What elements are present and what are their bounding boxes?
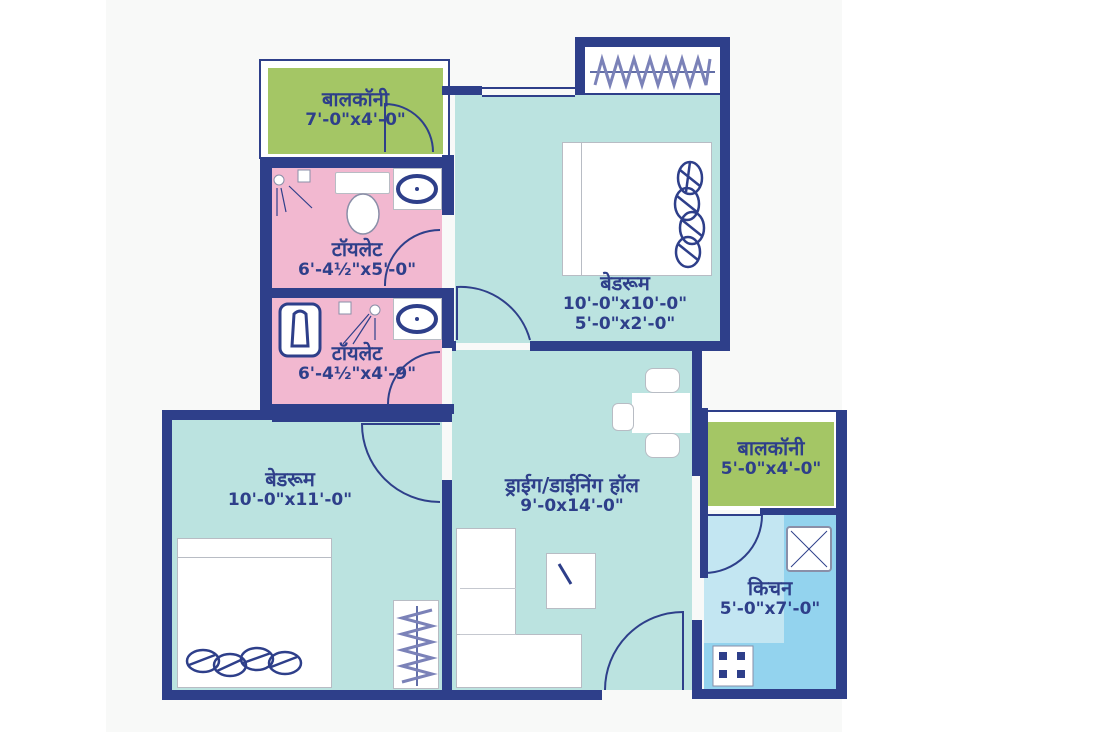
pillow-icon <box>673 160 706 269</box>
balcony-1-label: बालकॉनी 7'-0"x4'-0" <box>268 88 443 131</box>
room-dimensions: 6'-4½"x4'-9" <box>297 364 417 384</box>
bed <box>562 142 712 276</box>
wall <box>575 37 585 95</box>
bedroom-2-label: बेडरूम 10'-0"x11'-0" <box>195 468 385 511</box>
wall <box>720 37 730 351</box>
wall <box>272 414 452 422</box>
balcony-2-label: बालकॉनी 5'-0"x4'-0" <box>708 437 834 480</box>
wall <box>692 341 702 476</box>
bedroom-1-label: बेडरूम 10'-0"x10'-0" 5'-0"x2'-0" <box>540 272 710 334</box>
room-name: ड्राईग/डाईनिंग हॉल <box>505 473 639 497</box>
room-name: टॉयलेट <box>331 341 383 365</box>
coffee-table <box>546 553 596 609</box>
balcony-2-floor <box>708 422 834 506</box>
toilet-1-label: टॉयलेट 6'-4½"x5'-0" <box>272 238 442 281</box>
wardrobe-icon <box>590 53 715 91</box>
toilet-seat-icon <box>346 193 380 235</box>
toilet-2-label: टॉयलेट 6'-4½"x4'-9" <box>272 342 442 385</box>
room-name: किचन <box>747 576 793 600</box>
wall <box>162 410 172 698</box>
room-dimensions: 7'-0"x4'-0" <box>305 110 406 130</box>
kitchen-label: किचन 5'-0"x7'-0" <box>704 577 836 620</box>
dining-chair <box>645 433 680 458</box>
hall-label: ड्राईग/डाईनिंग हॉल 9'-0x14'-0" <box>458 474 686 517</box>
sofa <box>456 634 582 688</box>
shower-icon <box>338 301 381 345</box>
wall <box>162 690 602 700</box>
dining-chair <box>645 368 680 393</box>
room-name: बेडरूम <box>600 271 650 295</box>
room-dimensions: 9'-0x14'-0" <box>520 496 624 516</box>
bed-headboard <box>177 538 332 558</box>
kitchen-sink-icon <box>786 526 832 572</box>
wall <box>442 155 454 215</box>
room-dimensions: 5'-0"x7'-0" <box>719 599 821 619</box>
room-name: टॉयलेट <box>331 237 383 261</box>
wall <box>692 620 702 698</box>
room-dimensions: 10'-0"x11'-0" <box>227 490 353 510</box>
wall <box>575 37 729 47</box>
pillow-icon <box>185 646 303 678</box>
wall <box>442 288 454 348</box>
wall <box>260 157 272 417</box>
wall <box>836 410 847 699</box>
room-name: बालकॉनी <box>737 436 805 460</box>
wall <box>700 408 708 578</box>
sink-icon <box>396 304 438 334</box>
sink-icon <box>396 174 438 204</box>
dining-table <box>632 393 690 433</box>
remote-icon <box>557 563 573 585</box>
stove-icon <box>712 645 754 687</box>
wardrobe-base-line <box>585 93 720 95</box>
room-dimensions-secondary: 5'-0"x2'-0" <box>574 313 676 334</box>
room-dimensions: 10'-0"x10'-0" <box>562 294 688 314</box>
room-name: बेडरूम <box>265 467 315 491</box>
room-dimensions: 5'-0"x4'-0" <box>720 459 822 479</box>
sofa-divider <box>460 634 516 635</box>
wall <box>260 157 454 168</box>
wall <box>260 288 454 298</box>
wall <box>442 86 482 95</box>
bed-headboard <box>562 142 582 276</box>
window <box>482 87 575 97</box>
wall <box>452 341 456 351</box>
wall <box>692 689 847 699</box>
indian-toilet-icon <box>278 302 322 358</box>
room-dimensions: 6'-4½"x5'-0" <box>297 260 417 280</box>
wall <box>530 341 730 351</box>
sofa-divider <box>460 588 516 589</box>
wall <box>260 404 454 414</box>
wall <box>162 410 272 420</box>
wall <box>442 480 452 698</box>
wall <box>760 508 840 515</box>
shower-icon <box>273 169 313 216</box>
dining-chair <box>612 403 634 431</box>
cistern <box>335 172 390 194</box>
wardrobe-icon <box>396 606 438 686</box>
room-name: बालकॉनी <box>322 87 389 111</box>
